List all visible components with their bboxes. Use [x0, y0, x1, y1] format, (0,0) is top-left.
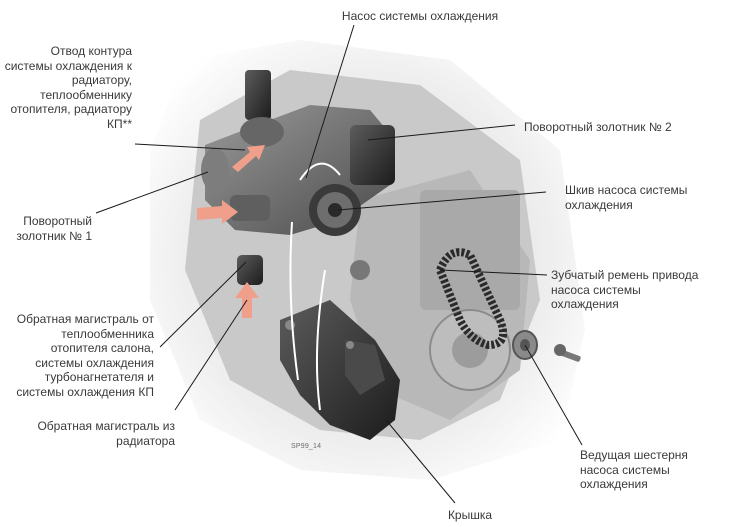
label-return-radiator: Обратная магистраль из радиатора	[37, 419, 175, 448]
leader-lines	[95, 24, 583, 504]
figure-code: SP99_14	[291, 443, 322, 450]
label-outlet: Отвод контура системы охлаждения к радиа…	[4, 44, 132, 131]
label-valve1: Поворотный золотник № 1	[16, 214, 92, 243]
coolant-path-lines	[289, 162, 341, 411]
label-pulley: Шкив насоса системы охлаждения	[565, 183, 688, 212]
label-pump: Насос системы охлаждения	[341, 9, 499, 23]
pump-pulley	[309, 184, 361, 236]
toothed-belt	[435, 248, 507, 350]
label-cover: Крышка	[447, 508, 493, 522]
label-drive-gear: Ведущая шестерня насоса системы охлажден…	[580, 448, 688, 491]
label-return-heater: Обратная магистраль от теплообменника от…	[16, 312, 154, 399]
label-belt: Зубчатый ремень привода насоса системы о…	[551, 268, 699, 311]
cover	[280, 300, 400, 440]
label-valve2: Поворотный золотник № 2	[524, 120, 672, 134]
